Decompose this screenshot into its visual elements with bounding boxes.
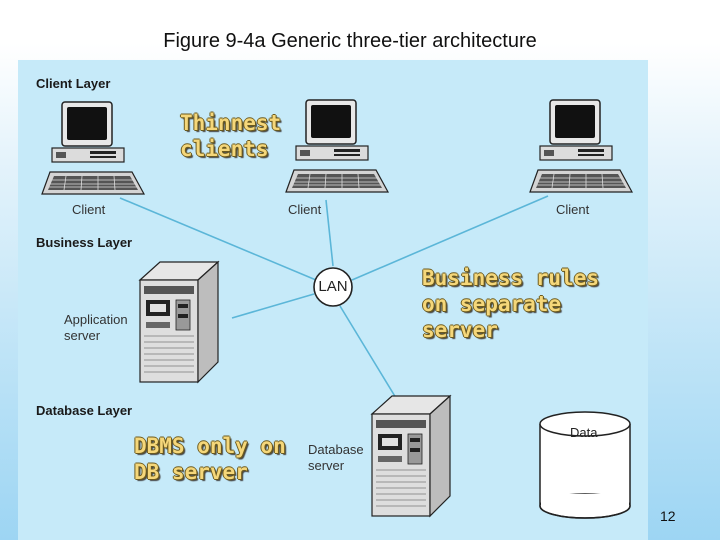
lan-node: [313, 267, 353, 307]
application-server-label-line1: Application: [64, 312, 128, 327]
callout-thinnest-clients-line1: Thinnest: [180, 111, 282, 135]
lan-label: LAN: [318, 278, 348, 295]
client-computer-3: [529, 99, 633, 193]
callout-business-rules-line3: server: [422, 318, 498, 342]
data-cylinder: [539, 411, 631, 519]
link-client-1-lan: [119, 197, 317, 281]
link-lan-db: [339, 305, 397, 399]
client-layer-label: Client Layer: [36, 76, 111, 91]
callout-dbms-only-line1: DBMS only on: [134, 434, 286, 458]
database-server-label: Database server: [308, 442, 364, 474]
client-computer-2: [285, 99, 389, 193]
client-label-3: Client: [556, 202, 590, 217]
application-server-icon: [139, 261, 219, 383]
callout-business-rules: Business rules on separate server: [422, 265, 599, 343]
data-label: Data: [570, 425, 598, 440]
link-client-2-lan: [325, 199, 334, 267]
callout-thinnest-clients: Thinnest clients: [180, 110, 281, 162]
page-number: 12: [660, 508, 676, 524]
callout-dbms-only: DBMS only on DB server: [134, 433, 286, 485]
client-label-2: Client: [288, 202, 322, 217]
database-server-icon: [371, 395, 451, 517]
business-layer-label: Business Layer: [36, 235, 133, 250]
database-layer-label: Database Layer: [36, 403, 133, 418]
database-server-label-line1: Database: [308, 442, 364, 457]
link-client-3-lan: [351, 195, 549, 281]
slide-title: Figure 9-4a Generic three-tier architect…: [163, 30, 537, 52]
client-label-1: Client: [72, 202, 106, 217]
callout-business-rules-line2: on separate: [422, 292, 562, 316]
application-server-label-line2: server: [64, 328, 101, 343]
application-server-label: Application server: [64, 312, 128, 344]
callout-business-rules-line1: Business rules: [422, 266, 600, 290]
callout-thinnest-clients-line2: clients: [180, 137, 269, 161]
callout-dbms-only-line2: DB server: [134, 460, 248, 484]
link-app-lan: [231, 293, 315, 319]
database-server-label-line2: server: [308, 458, 345, 473]
client-computer-1: [41, 101, 145, 195]
